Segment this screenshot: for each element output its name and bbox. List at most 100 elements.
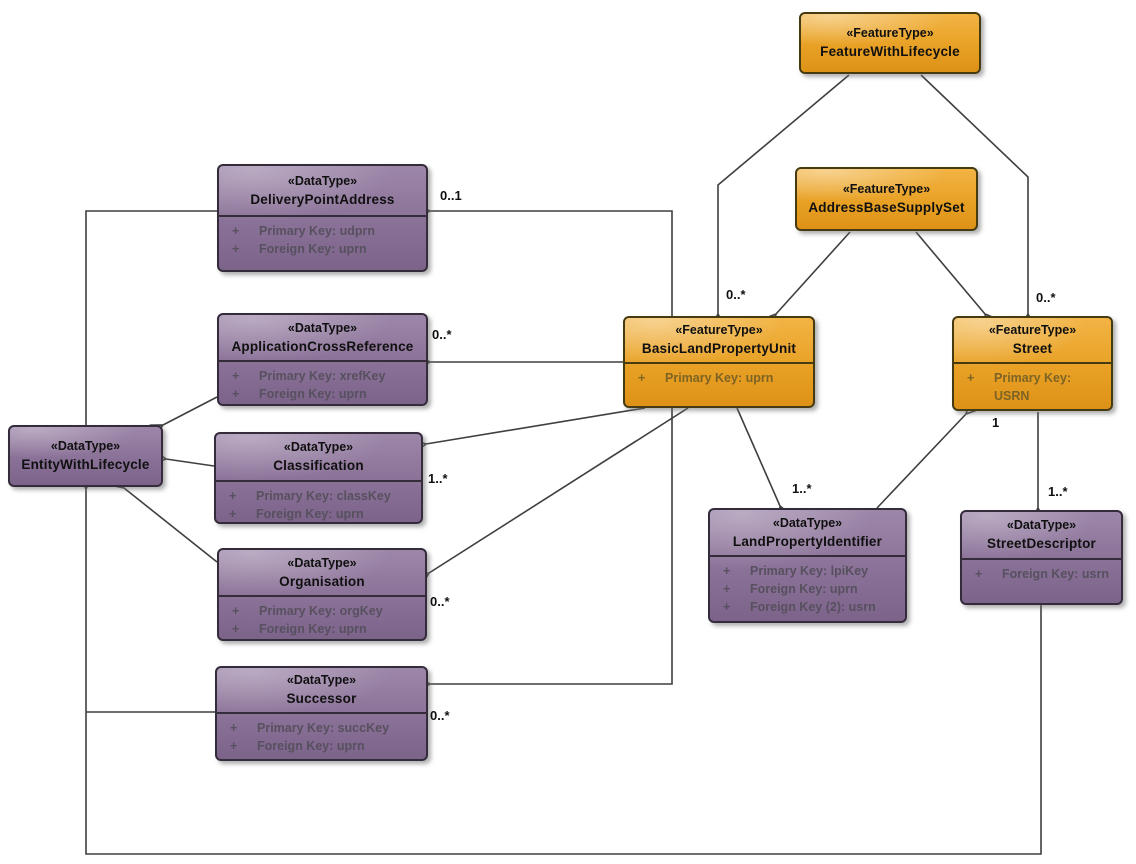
multiplicity-label: 1..* (1048, 484, 1068, 499)
stereotype-label: «DataType» (50, 439, 121, 454)
attribute-text: Primary Key: xrefKey (259, 369, 386, 383)
visibility: + (967, 371, 975, 385)
edge-classification-entitywithlifecycle (166, 459, 215, 467)
class-organisation[interactable]: «DataType» Organisation + Primary Key: or… (217, 548, 427, 641)
class-delivery-point-address[interactable]: «DataType» DeliveryPointAddress + Primary… (217, 164, 428, 272)
class-basic-land-property-unit[interactable]: «FeatureType» BasicLandPropertyUnit +Pri… (623, 316, 815, 408)
class-street[interactable]: «FeatureType» Street +Primary Key: USRN (952, 316, 1113, 411)
class-name-label: ApplicationCrossReference (231, 338, 414, 354)
edge-streetdescriptor-entitywithlifecycle (86, 489, 1042, 855)
edge-addressbasesupplyset-street (915, 231, 985, 314)
attribute-text: Primary Key: orgKey (259, 604, 383, 618)
class-name-label: DeliveryPointAddress (250, 191, 395, 207)
class-name-label: BasicLandPropertyUnit (641, 341, 797, 357)
attribute-row: +Foreign Key: uprn (232, 620, 419, 638)
edge-blpu-organisation (429, 407, 689, 573)
class-header: «DataType» Successor (217, 668, 426, 712)
edge-blpu-landpropertyidentifier (736, 407, 780, 506)
stereotype-label: «DataType» (1006, 518, 1077, 533)
attribute-row: + Primary Key: xrefKey (232, 367, 420, 385)
attribute-compartment: +Primary Key: USRN (954, 362, 1111, 409)
attribute-text: Foreign Key: uprn (256, 507, 364, 521)
class-name-label: EntityWithLifecycle (21, 457, 150, 473)
edge-blpu-deliverypointaddress (430, 211, 673, 316)
attribute-text: Foreign Key (2): usrn (750, 600, 876, 614)
class-header: «DataType» Classification (216, 434, 421, 480)
visibility: + (232, 387, 240, 401)
attribute-compartment: + Primary Key: orgKey +Foreign Key: uprn (219, 595, 425, 642)
visibility: + (232, 369, 240, 383)
class-header: «FeatureType» AddressBaseSupplySet (797, 169, 976, 229)
edge-applicationcrossreference-entitywithlifecycle (163, 396, 218, 425)
stereotype-label: «FeatureType» (846, 26, 934, 41)
visibility: + (229, 489, 237, 503)
attribute-text: Primary Key: classKey (256, 489, 391, 503)
attribute-row: + Primary Key: succKey (230, 719, 420, 737)
attribute-row: +Primary Key: lpiKey (723, 562, 899, 580)
class-header: «DataType» StreetDescriptor (962, 512, 1121, 558)
attribute-text: Primary Key: udprn (259, 224, 376, 238)
class-name-label: Organisation (279, 573, 365, 589)
attribute-text: Foreign Key: uprn (750, 582, 858, 596)
edge-landpropertyidentifier-street (876, 414, 966, 509)
class-name-label: FeatureWithLifecycle (820, 44, 960, 60)
class-application-cross-reference[interactable]: «DataType» ApplicationCrossReference + Pr… (217, 313, 428, 406)
stereotype-label: «DataType» (287, 320, 358, 335)
class-header: «DataType» Organisation (219, 550, 425, 595)
attribute-row: +Foreign Key: uprn (230, 737, 420, 755)
class-name-label: LandPropertyIdentifier (732, 533, 883, 549)
multiplicity-label: 0..* (432, 327, 452, 342)
stereotype-label: «DataType» (286, 673, 357, 688)
class-land-property-identifier[interactable]: «DataType» LandPropertyIdentifier +Prima… (708, 508, 907, 623)
class-feature-with-lifecycle[interactable]: «FeatureType» FeatureWithLifecycle (799, 12, 981, 74)
attribute-row: +Primary Key: uprn (638, 369, 807, 387)
edge-blpu-classification (426, 407, 646, 444)
attribute-row: +Foreign Key: usrn (975, 565, 1115, 583)
class-name-label: AddressBaseSupplySet (808, 200, 965, 216)
attribute-row: + Foreign Key: uprn (229, 505, 415, 523)
attribute-text: Foreign Key: uprn (257, 739, 365, 753)
attribute-text: Primary Key: succKey (257, 721, 390, 735)
visibility: + (723, 564, 731, 578)
visibility: + (230, 721, 238, 735)
stereotype-label: «DataType» (772, 515, 843, 530)
edge-organisation-entitywithlifecycle (124, 488, 218, 563)
edge-featurewithlifecycle-street (920, 74, 1028, 314)
class-header: «FeatureType» BasicLandPropertyUnit (625, 318, 813, 362)
class-address-base-supply-set[interactable]: «FeatureType» AddressBaseSupplySet (795, 167, 978, 231)
visibility: + (232, 604, 240, 618)
class-header: «DataType» LandPropertyIdentifier (710, 510, 905, 555)
class-successor[interactable]: «DataType» Successor + Primary Key: succK… (215, 666, 428, 761)
edge-addressbasesupplyset-blpu (776, 231, 851, 314)
stereotype-label: «DataType» (287, 555, 357, 570)
edge-featurewithlifecycle-blpu (718, 74, 850, 314)
class-entity-with-lifecycle[interactable]: «DataType» EntityWithLifecycle (8, 425, 163, 487)
multiplicity-label: 0..1 (440, 188, 462, 203)
attribute-row: + Foreign Key: uprn (723, 580, 899, 598)
attribute-row: + Foreign Key: uprn (232, 385, 420, 403)
class-name-label: Classification (273, 458, 364, 474)
visibility: + (229, 507, 237, 521)
attribute-text: Foreign Key: uprn (259, 387, 367, 401)
class-street-descriptor[interactable]: «DataType» StreetDescriptor +Foreign Key… (960, 510, 1123, 605)
visibility: + (232, 242, 240, 256)
attribute-row: + Primary Key: orgKey (232, 602, 419, 620)
multiplicity-label: 0..* (726, 287, 746, 302)
visibility: + (232, 622, 240, 636)
visibility: + (975, 567, 983, 581)
attribute-row: + Primary Key: classKey (229, 487, 415, 505)
attribute-compartment: +Primary Key: lpiKey +Foreign Key: uprn … (710, 555, 905, 621)
attribute-compartment: + Primary Key: xrefKey + Foreign Key: uprn (219, 360, 426, 407)
stereotype-label: «FeatureType» (675, 323, 763, 338)
attribute-compartment: +Foreign Key: usrn (962, 558, 1121, 603)
multiplicity-label: 0..* (430, 594, 450, 609)
class-header: «FeatureType» FeatureWithLifecycle (801, 14, 979, 72)
edge-deliverypointaddress-entitywithlifecycle (86, 210, 217, 427)
class-name-label: Street (1012, 341, 1053, 357)
stereotype-label: «FeatureType» (988, 323, 1077, 338)
class-classification[interactable]: «DataType» Classification + Primary Key: … (214, 432, 423, 524)
visibility: + (723, 582, 731, 596)
stereotype-label: «DataType» (287, 173, 358, 188)
multiplicity-label: 0..* (430, 708, 450, 723)
